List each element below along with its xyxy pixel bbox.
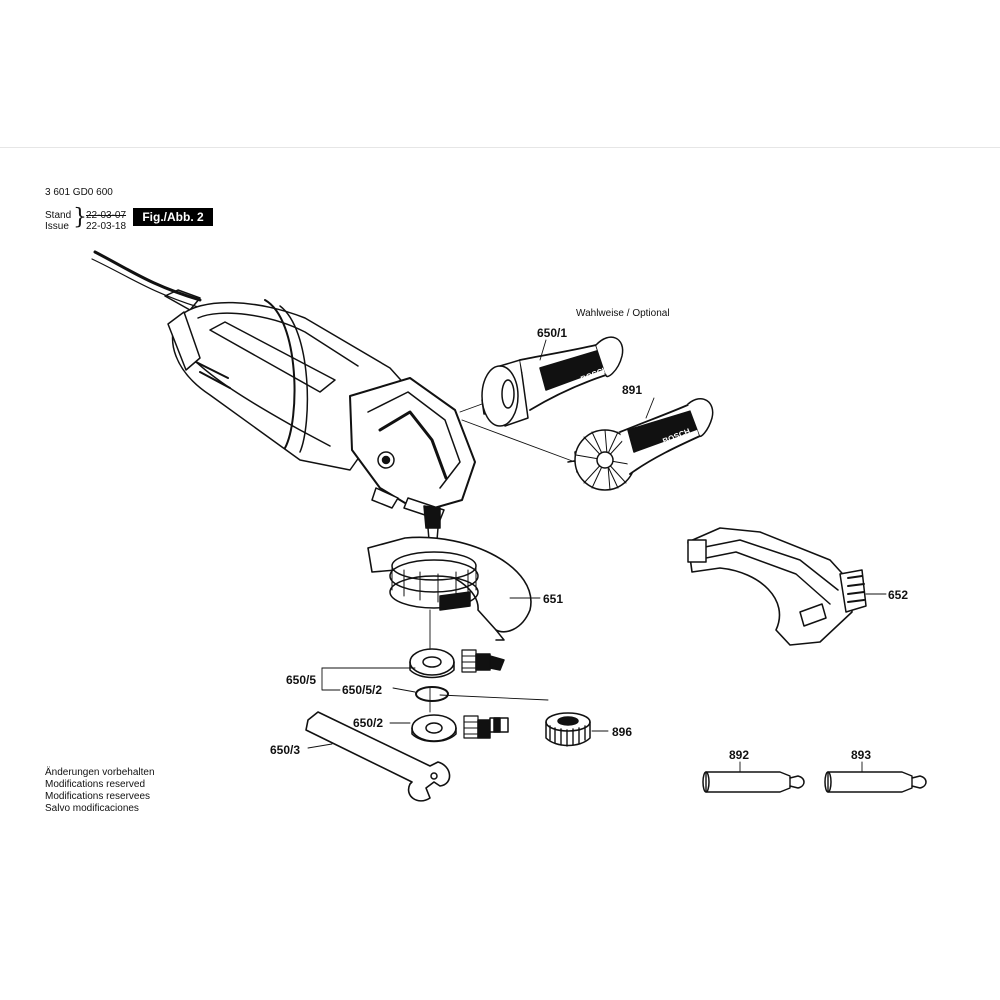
clamping-nut-650-2 (411, 714, 509, 743)
part-label-893: 893 (851, 748, 872, 762)
issue-date: 22-03-18 (86, 221, 127, 232)
note-line: Modifications reserved (45, 779, 146, 790)
note-line: Modifications reservees (45, 791, 151, 802)
side-handle-650-1 (481, 336, 624, 427)
page-top-divider (0, 147, 1000, 148)
leader-lines (307, 339, 887, 773)
optional-label: Wahlweise / Optional (576, 308, 670, 319)
stand-label: Stand (45, 210, 72, 221)
protective-guard-651 (367, 536, 532, 641)
face-spanner-650-3 (305, 711, 451, 802)
cutting-guard-652 (687, 527, 867, 646)
modification-notes: Änderungen vorbehalten Modifications res… (45, 767, 155, 815)
part-label-650-5-2: 650/5/2 (342, 683, 383, 697)
part-label-650-3: 650/3 (270, 743, 301, 757)
document-number: 3 601 GD0 600 (45, 187, 113, 198)
mounting-flange-650-5 (409, 648, 505, 679)
part-label-891: 891 (622, 383, 643, 397)
note-line: Änderungen vorbehalten (45, 767, 155, 778)
pin-893 (824, 771, 927, 793)
brace-symbol: } (73, 205, 87, 230)
note-line: Salvo modificaciones (45, 803, 139, 814)
stand-date: 22-03-07 (86, 210, 127, 221)
part-label-896: 896 (612, 725, 633, 739)
angle-grinder-body (167, 299, 476, 541)
part-label-650-1: 650/1 (537, 326, 568, 340)
part-label-650-5: 650/5 (286, 673, 317, 687)
issue-label: Issue (45, 221, 69, 232)
figure-label: Fig./Abb. 2 (133, 208, 213, 226)
part-label-892: 892 (729, 748, 750, 762)
power-cord (91, 250, 202, 311)
quick-clamping-nut-896 (545, 712, 591, 747)
vibration-handle-891 (567, 398, 714, 491)
o-ring-650-5-2 (415, 686, 449, 702)
part-label-651: 651 (543, 592, 564, 606)
part-label-652: 652 (888, 588, 909, 602)
part-label-650-2: 650/2 (353, 716, 384, 730)
pin-892 (702, 771, 805, 793)
